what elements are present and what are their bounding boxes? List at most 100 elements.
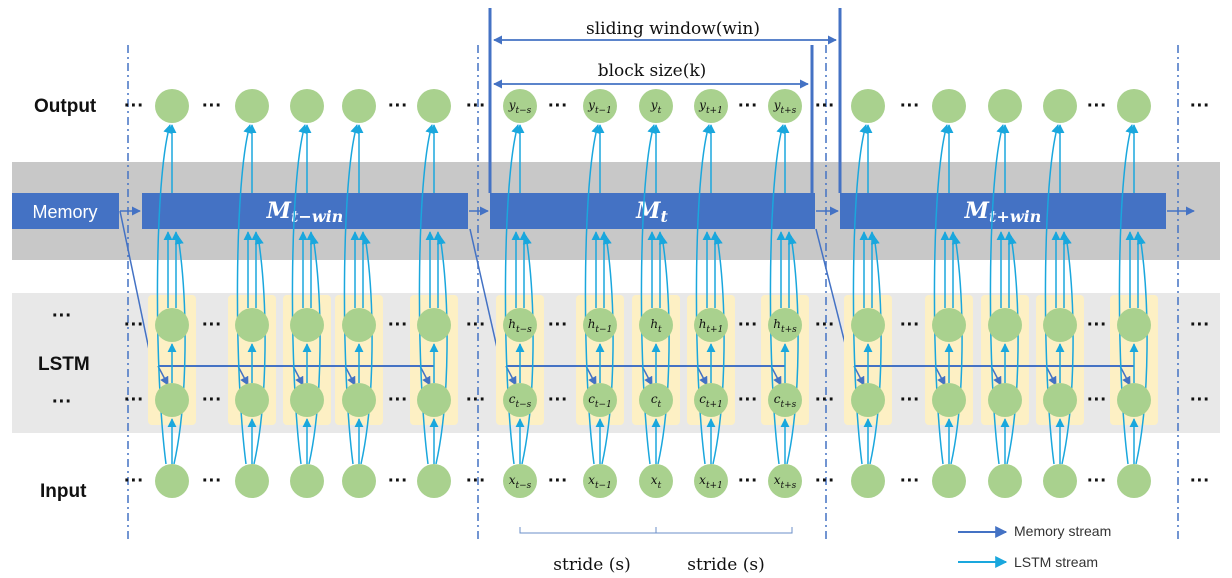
- node-x: [583, 464, 617, 498]
- node-label-y: yt−s: [508, 98, 532, 116]
- lstm-curve-arrow: [695, 124, 712, 465]
- ellipsis: ···: [1087, 95, 1107, 117]
- lstm-bottom-dots: ···: [52, 391, 72, 413]
- node-c: [1043, 383, 1077, 417]
- node-y: [988, 89, 1022, 123]
- lstm-curve-arrow: [950, 235, 963, 465]
- ellipsis: ···: [738, 314, 758, 336]
- node-x: [235, 464, 269, 498]
- node-h: [1043, 308, 1077, 342]
- node-x: [290, 464, 324, 498]
- node-y: [1043, 89, 1077, 123]
- node-label-c: ct+s: [774, 392, 797, 410]
- node-y: [290, 89, 324, 123]
- ellipsis: ···: [1190, 389, 1210, 411]
- node-x: [768, 464, 802, 498]
- ellipsis: ···: [1087, 389, 1107, 411]
- lstm-curve-arrow: [712, 235, 725, 465]
- lstm-curve-arrow: [1044, 124, 1061, 465]
- node-x: [988, 464, 1022, 498]
- node-label-x: xt+1: [699, 473, 723, 491]
- node-x: [1117, 464, 1151, 498]
- node-y: [235, 89, 269, 123]
- node-h: [932, 308, 966, 342]
- lstm-curve-arrow: [852, 124, 869, 465]
- ellipsis: ···: [388, 95, 408, 117]
- memory-to-cell-arrow: [853, 365, 865, 386]
- node-y: [851, 89, 885, 123]
- stride-braces: [519, 527, 793, 534]
- ellipsis: ···: [815, 389, 835, 411]
- ellipsis: ···: [900, 389, 920, 411]
- lstm-curve-arrow: [435, 235, 448, 465]
- node-c: [851, 383, 885, 417]
- ellipsis: ···: [1190, 470, 1210, 492]
- memory-to-cell-arrow: [770, 365, 782, 386]
- row-label-lstm: LSTM: [38, 354, 90, 375]
- node-c: [342, 383, 376, 417]
- node-y: [155, 89, 189, 123]
- legend-memory-label: Memory stream: [1014, 523, 1111, 539]
- ellipsis: ···: [900, 314, 920, 336]
- node-y: [932, 89, 966, 123]
- node-c: [583, 383, 617, 417]
- ellipsis: ···: [815, 470, 835, 492]
- node-y: [1117, 89, 1151, 123]
- node-c: [694, 383, 728, 417]
- lstm-curve-arrow: [521, 235, 534, 465]
- lstm-curve-arrow: [1118, 124, 1135, 465]
- node-h: [417, 308, 451, 342]
- lstm-curve-arrow: [1061, 235, 1074, 465]
- block-size-label: block size(k): [598, 61, 707, 81]
- ellipsis: ···: [738, 389, 758, 411]
- ellipsis: ···: [202, 314, 222, 336]
- nodes: yt−sht−sct−sxt−syt−1ht−1ct−1xt−1ythtctxt…: [155, 89, 1151, 498]
- node-y: [342, 89, 376, 123]
- node-y: [768, 89, 802, 123]
- ellipsis: ···: [202, 95, 222, 117]
- lstm-stream-arrows: [156, 124, 1148, 465]
- ellipsis: ···: [466, 95, 486, 117]
- node-x: [639, 464, 673, 498]
- ellipsis: ···: [1190, 95, 1210, 117]
- node-label-x: xt−s: [509, 473, 532, 491]
- memory-to-cell-arrow: [157, 365, 169, 386]
- node-label-y: yt+1: [698, 98, 723, 116]
- node-h: [1117, 308, 1151, 342]
- memory-to-cell-arrow: [237, 365, 249, 386]
- node-h: [988, 308, 1022, 342]
- node-y: [583, 89, 617, 123]
- lstm-curve-arrow: [253, 235, 266, 465]
- lstm-curve-arrow: [1135, 235, 1148, 465]
- memory-label: Memory: [32, 202, 97, 222]
- node-c: [639, 383, 673, 417]
- node-label-x: xt+s: [774, 473, 797, 491]
- node-c: [503, 383, 537, 417]
- row-label-input: Input: [40, 481, 87, 502]
- node-label-y: yt: [650, 98, 662, 116]
- node-label-c: ct: [651, 392, 662, 410]
- node-x: [503, 464, 537, 498]
- ellipsis: ···: [124, 389, 144, 411]
- node-h: [583, 308, 617, 342]
- node-h: [342, 308, 376, 342]
- ellipsis: ···: [1190, 314, 1210, 336]
- ellipses: ··· ··· ··· ··· ··· ··· ··· ··· ··· ··· ··· ··· ··· ·…: [124, 95, 1210, 492]
- ellipsis: ···: [388, 314, 408, 336]
- node-h: [768, 308, 802, 342]
- node-x: [851, 464, 885, 498]
- lstm-curve-arrow: [584, 124, 601, 465]
- node-x: [694, 464, 728, 498]
- ellipsis: ···: [815, 314, 835, 336]
- legend: Memory stream LSTM stream: [958, 523, 1111, 570]
- lstm-curve-arrow: [343, 124, 360, 465]
- ellipsis: ···: [815, 95, 835, 117]
- node-c: [932, 383, 966, 417]
- lstm-top-dots: ···: [52, 305, 72, 327]
- legend-lstm-label: LSTM stream: [1014, 554, 1098, 570]
- node-x: [342, 464, 376, 498]
- memory-block-current: [490, 193, 815, 229]
- lstm-curve-arrow: [933, 124, 950, 465]
- memory-to-cell-arrow: [1045, 365, 1057, 386]
